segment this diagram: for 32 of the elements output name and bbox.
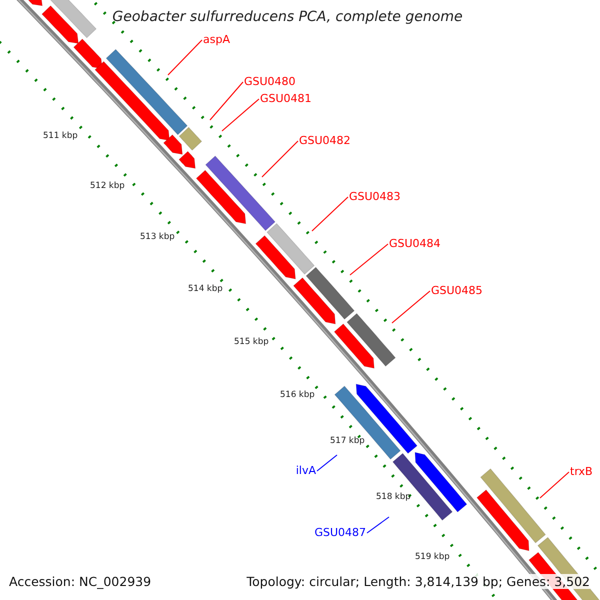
tick-label: 513 kbp <box>140 232 175 243</box>
leader-line <box>168 40 202 76</box>
tick-label: 518 kbp <box>376 492 411 503</box>
leader-line <box>262 140 298 178</box>
tick-label: 512 kbp <box>90 181 125 192</box>
gene-label: GSU0483 <box>349 190 401 203</box>
tick-label: 516 kbp <box>280 390 315 401</box>
leader-line <box>316 454 338 472</box>
tick-label: 515 kbp <box>234 337 269 348</box>
gene-label: trxB <box>570 465 593 478</box>
gene-label: GSU0482 <box>299 134 351 147</box>
tick-label: 514 kbp <box>188 284 223 295</box>
leader-line <box>312 196 348 232</box>
gene-label: GSU0480 <box>244 75 296 88</box>
leader-line <box>540 472 570 498</box>
tick-label: 517 kbp <box>330 436 365 447</box>
footer-text: Topology: circular; Length: 3,814,139 bp; Genes: 3,502 <box>246 574 590 589</box>
leader-line <box>392 290 430 324</box>
gene-label: GSU0484 <box>389 237 441 250</box>
tick-label: 519 kbp <box>415 552 450 563</box>
gene-label: ilvA <box>296 464 316 477</box>
tick-label: 511 kbp <box>43 131 78 142</box>
gene-label: GSU0485 <box>431 284 483 297</box>
leader-line <box>222 98 260 132</box>
gene-label: GSU0481 <box>260 92 312 105</box>
footer-text: Accession: NC_002939 <box>9 574 152 589</box>
title: Geobacter sulfurreducens PCA, complete genome <box>111 9 464 25</box>
gene-label: GSU0487 <box>314 526 366 539</box>
leader-line <box>350 244 388 276</box>
leader-line <box>366 516 390 534</box>
gene-label: aspA <box>203 33 230 46</box>
leader-line <box>210 82 244 120</box>
